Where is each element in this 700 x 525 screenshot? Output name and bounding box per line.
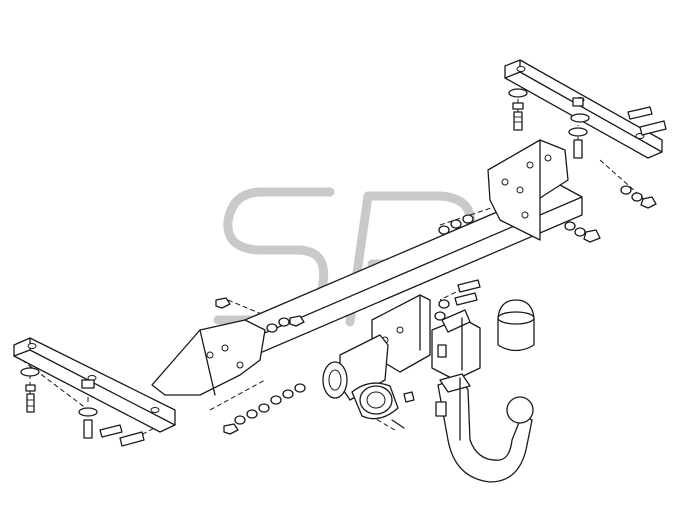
- right-bracket: [504, 59, 663, 159]
- ball-cover: [497, 299, 535, 352]
- right-side-plate: [487, 139, 569, 241]
- center-bolts: [215, 214, 601, 435]
- socket-bracket: [431, 309, 481, 381]
- tow-ball-neck: [435, 373, 534, 483]
- left-bolts: [20, 367, 145, 447]
- right-bolts: [508, 88, 667, 209]
- electric-socket: [322, 361, 415, 429]
- left-side-plate: [151, 319, 266, 396]
